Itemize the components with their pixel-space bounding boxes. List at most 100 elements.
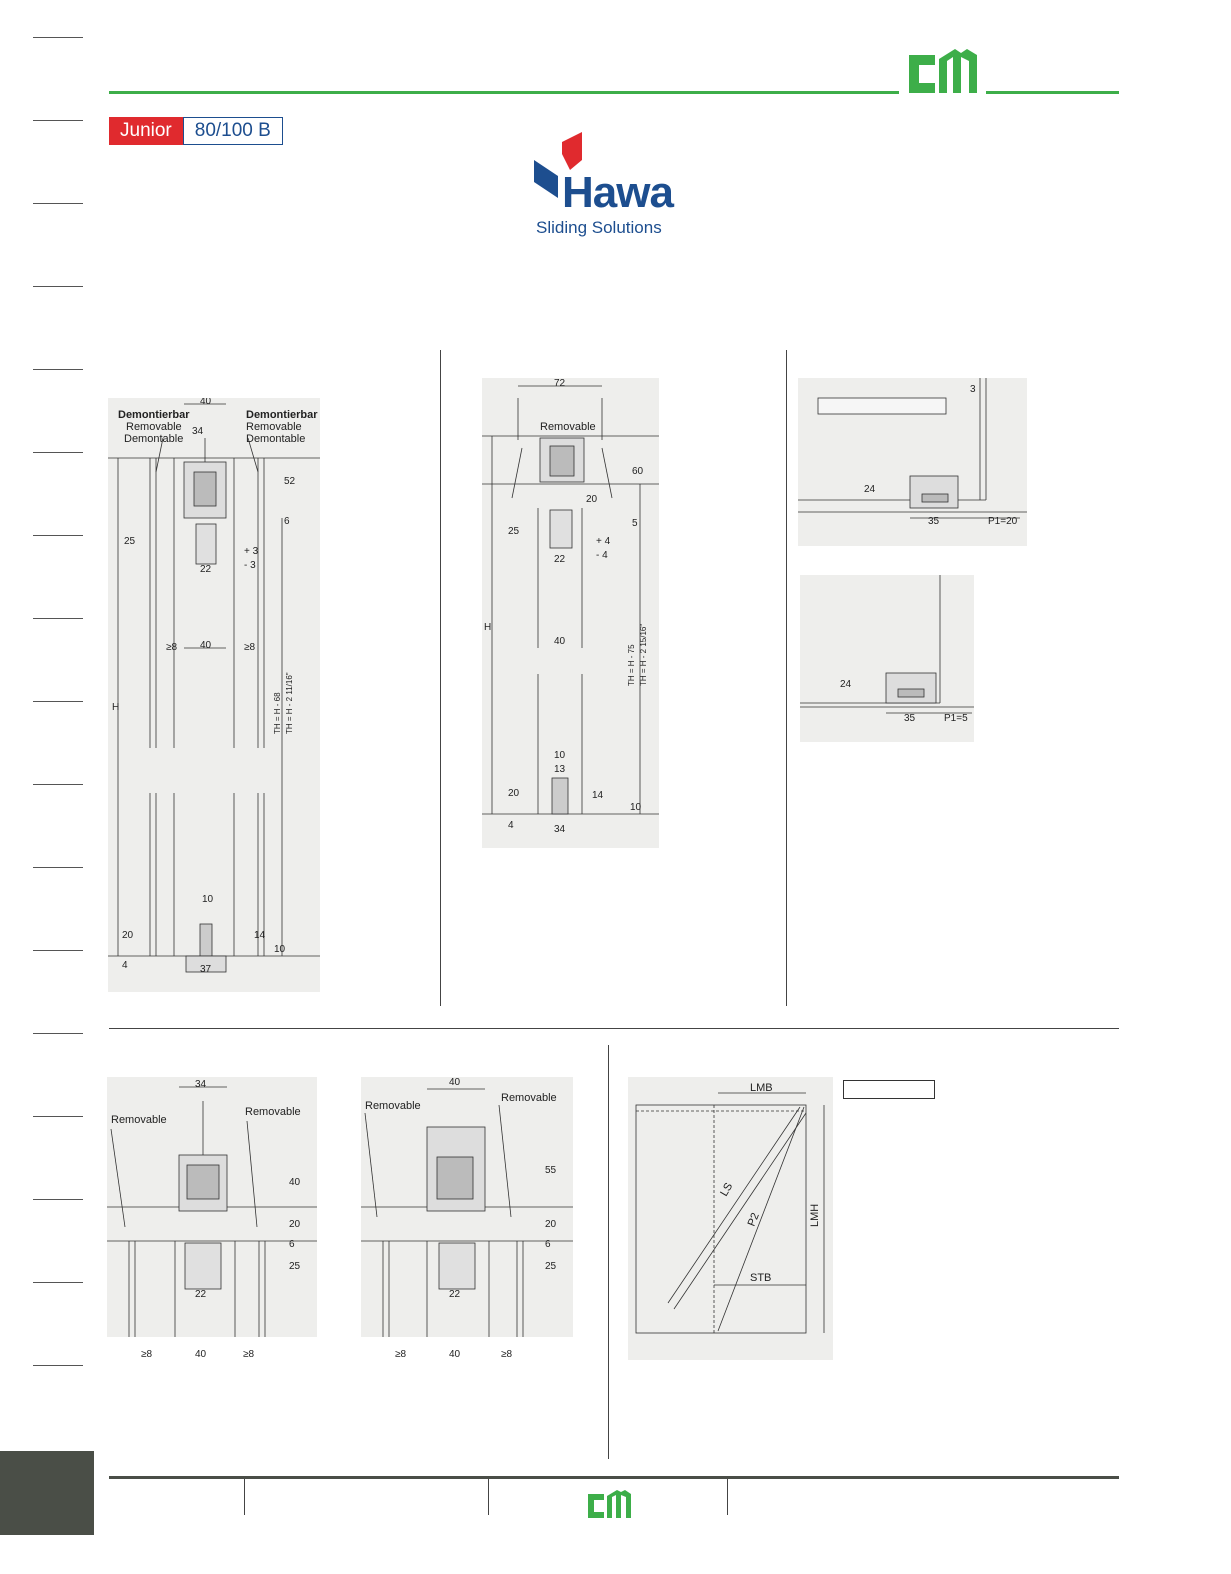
footer-cm-logo-icon bbox=[588, 1490, 631, 1518]
footer-divider bbox=[727, 1479, 728, 1515]
dim-35: 35 bbox=[928, 516, 940, 527]
margin-tick bbox=[33, 618, 83, 619]
dim-4: 4 bbox=[122, 960, 128, 971]
margin-tick bbox=[33, 867, 83, 868]
dim-plus-3: + 3 bbox=[244, 546, 259, 557]
drawing-3-lines: 3 24 35 P1=20 bbox=[798, 378, 1027, 527]
dim-6: 6 bbox=[284, 516, 290, 527]
dim-ge8-right: ≥8 bbox=[243, 1349, 254, 1360]
dim-10: 10 bbox=[202, 894, 214, 905]
label-ls: LS bbox=[718, 1181, 735, 1199]
dim-25: 25 bbox=[124, 536, 136, 547]
dim-plus-4: + 4 bbox=[596, 536, 611, 547]
margin-tick bbox=[33, 203, 83, 204]
dim-22: 22 bbox=[200, 564, 212, 575]
dim-22: 22 bbox=[449, 1289, 461, 1300]
label-removable-left: Removable bbox=[126, 421, 182, 433]
dim-25: 25 bbox=[289, 1261, 301, 1272]
dim-20-bottom: 20 bbox=[508, 788, 520, 799]
label-lmh: LMH bbox=[809, 1204, 821, 1227]
cm-logo-icon bbox=[909, 49, 977, 93]
dim-40-width: 40 bbox=[195, 1349, 207, 1360]
dim-40: 40 bbox=[554, 636, 566, 647]
dim-60: 60 bbox=[632, 466, 644, 477]
dim-ge8-right: ≥8 bbox=[501, 1349, 512, 1360]
dim-22: 22 bbox=[554, 554, 566, 565]
drawing-floor-guide-p20: 3 24 35 P1=20 bbox=[798, 378, 1027, 546]
dim-5: 5 bbox=[632, 518, 638, 529]
dim-40-top: 40 bbox=[200, 398, 212, 407]
dim-34: 34 bbox=[195, 1079, 207, 1090]
dim-6: 6 bbox=[545, 1239, 551, 1250]
dim-13: 13 bbox=[554, 764, 566, 775]
dim-20: 20 bbox=[289, 1219, 301, 1230]
drawing-floor-guide-p5: 24 35 P1=5 bbox=[800, 575, 974, 742]
dim-p1-5: P1=5 bbox=[944, 713, 968, 724]
footer-divider bbox=[244, 1479, 245, 1515]
dim-4: 4 bbox=[508, 820, 514, 831]
dim-h: H bbox=[484, 622, 491, 633]
footer-rule bbox=[109, 1476, 1119, 1479]
margin-tick bbox=[33, 286, 83, 287]
dim-ge8-left: ≥8 bbox=[141, 1349, 152, 1360]
dim-h: H bbox=[112, 702, 119, 713]
dim-th-inch: TH = H - 2 15/16" bbox=[639, 624, 648, 686]
drawing-6-lines: Removable Removable 40 55 20 6 25 22 ≥8 … bbox=[361, 1077, 573, 1360]
margin-tick bbox=[33, 1033, 83, 1034]
drawing-1-lines: Demontierbar Removable Demontable Demont… bbox=[108, 398, 320, 975]
label-removable-right: Removable bbox=[501, 1092, 557, 1104]
dim-p1-20: P1=20 bbox=[988, 516, 1018, 527]
label-removable-left: Removable bbox=[365, 1100, 421, 1112]
drawing-2-lines: Removable 72 60 20 5 25 22 + 4 - 4 40 H … bbox=[482, 378, 659, 835]
dim-th: TH = H - 75 bbox=[627, 644, 636, 686]
dim-minus-3: - 3 bbox=[244, 560, 256, 571]
dim-35: 35 bbox=[904, 713, 916, 724]
dim-37: 37 bbox=[200, 964, 212, 975]
label-demontable-right: Demontable bbox=[246, 433, 305, 445]
margin-tick bbox=[33, 1199, 83, 1200]
dim-40-mid: 40 bbox=[200, 640, 212, 651]
header-rule-left bbox=[109, 91, 899, 94]
dim-40: 40 bbox=[289, 1177, 301, 1188]
margin-tick bbox=[33, 784, 83, 785]
label-lmb: LMB bbox=[750, 1082, 773, 1094]
hawa-tagline: Sliding Solutions bbox=[536, 218, 662, 237]
footer-divider bbox=[488, 1479, 489, 1515]
dim-34: 34 bbox=[192, 426, 204, 437]
dim-6: 6 bbox=[289, 1239, 295, 1250]
margin-tick bbox=[33, 452, 83, 453]
dim-ge8-left: ≥8 bbox=[166, 642, 177, 653]
margin-tick bbox=[33, 120, 83, 121]
dim-th: TH = H - 68 bbox=[273, 692, 282, 734]
label-removable-left: Removable bbox=[111, 1114, 167, 1126]
dim-72: 72 bbox=[554, 378, 566, 389]
column-divider bbox=[608, 1045, 609, 1459]
margin-tick bbox=[33, 37, 83, 38]
label-demontierbar-right: Demontierbar bbox=[246, 409, 318, 421]
product-badge: Junior 80/100 B bbox=[109, 117, 283, 145]
dim-25: 25 bbox=[545, 1261, 557, 1272]
dim-20: 20 bbox=[586, 494, 598, 505]
footer-tab bbox=[0, 1451, 94, 1535]
drawing-detail-right: Removable Removable 40 55 20 6 25 22 ≥8 … bbox=[361, 1077, 573, 1360]
label-removable-right: Removable bbox=[245, 1106, 301, 1118]
hawa-wordmark: Hawa bbox=[562, 168, 674, 217]
drawing-4-lines: 24 35 P1=5 bbox=[800, 575, 974, 724]
dim-10-bottom: 10 bbox=[630, 802, 642, 813]
label-demontierbar-left: Demontierbar bbox=[118, 409, 190, 421]
drawing-top-mounted-track: Demontierbar Removable Demontable Demont… bbox=[108, 398, 320, 992]
dim-minus-4: - 4 bbox=[596, 550, 608, 561]
margin-tick bbox=[33, 369, 83, 370]
badge-model: 80/100 B bbox=[182, 117, 283, 145]
dim-10-bottom: 10 bbox=[274, 944, 286, 955]
label-stb: STB bbox=[750, 1272, 771, 1284]
dim-th-inch: TH = H - 2 11/16" bbox=[285, 672, 294, 734]
dim-25: 25 bbox=[508, 526, 520, 537]
dim-24: 24 bbox=[840, 679, 852, 690]
dim-40-top: 40 bbox=[449, 1077, 461, 1088]
dim-40-width: 40 bbox=[449, 1349, 461, 1360]
drawing-ceiling-mounted-track: Removable 72 60 20 5 25 22 + 4 - 4 40 H … bbox=[482, 378, 659, 848]
hawa-mark-icon bbox=[534, 132, 582, 198]
dim-ge8-left: ≥8 bbox=[395, 1349, 406, 1360]
label-p2: P2 bbox=[746, 1211, 762, 1228]
